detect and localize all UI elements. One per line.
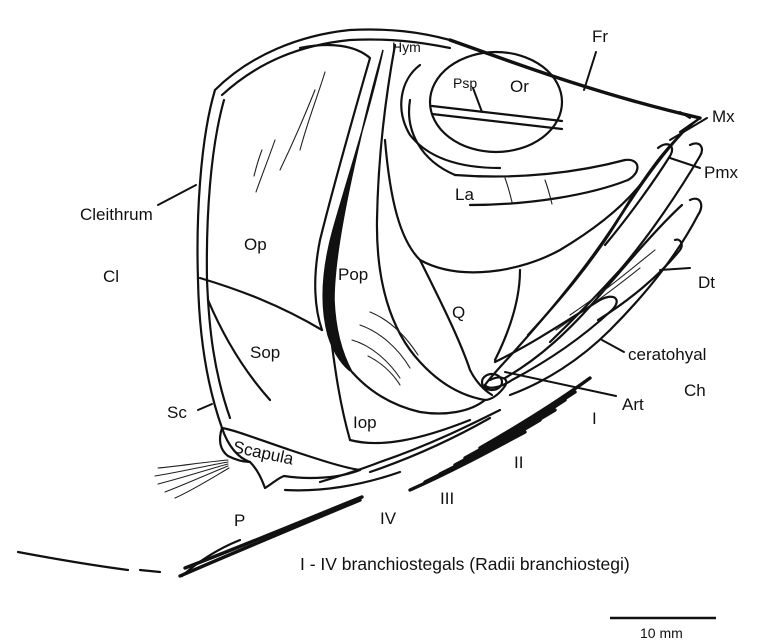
branchiostegal-rays: [285, 378, 590, 490]
label-iop: Iop: [353, 413, 377, 432]
label-or: Or: [510, 77, 529, 96]
label-ray-iv: IV: [380, 509, 397, 528]
label-la: La: [455, 185, 474, 204]
label-ray-ii: II: [514, 453, 523, 472]
label-art: Art: [622, 395, 644, 414]
quadrate-region: [385, 140, 640, 395]
opercle-bone: [200, 45, 370, 330]
label-op: Op: [244, 235, 267, 254]
label-q: Q: [452, 303, 465, 322]
label-pmx: Pmx: [704, 163, 739, 182]
scale-bar: 10 mm: [610, 618, 716, 641]
label-ray-i: I: [592, 409, 597, 428]
label-p: P: [234, 511, 245, 530]
label-mx: Mx: [712, 107, 735, 126]
label-ch: Ch: [684, 381, 706, 400]
label-sc: Sc: [167, 403, 187, 422]
label-cleithrum: Cleithrum: [80, 205, 153, 224]
label-ceratohyal: ceratohyal: [628, 345, 706, 364]
label-sop: Sop: [250, 343, 280, 362]
label-psp: Psp: [453, 75, 477, 91]
caption: I - IV branchiostegals (Radii branchiost…: [300, 554, 630, 574]
label-fr: Fr: [592, 27, 608, 46]
subopercle-interopercle: [208, 300, 485, 443]
scale-bar-label: 10 mm: [640, 625, 683, 641]
label-hym: Hym: [392, 39, 421, 55]
label-pop: Pop: [338, 265, 368, 284]
label-scapula: Scapula: [231, 437, 296, 468]
label-cl: Cl: [103, 267, 119, 286]
label-ray-iii: III: [440, 489, 454, 508]
dentary-bone: [505, 199, 701, 395]
label-dt: Dt: [698, 273, 715, 292]
scapula-bone: [155, 428, 360, 498]
